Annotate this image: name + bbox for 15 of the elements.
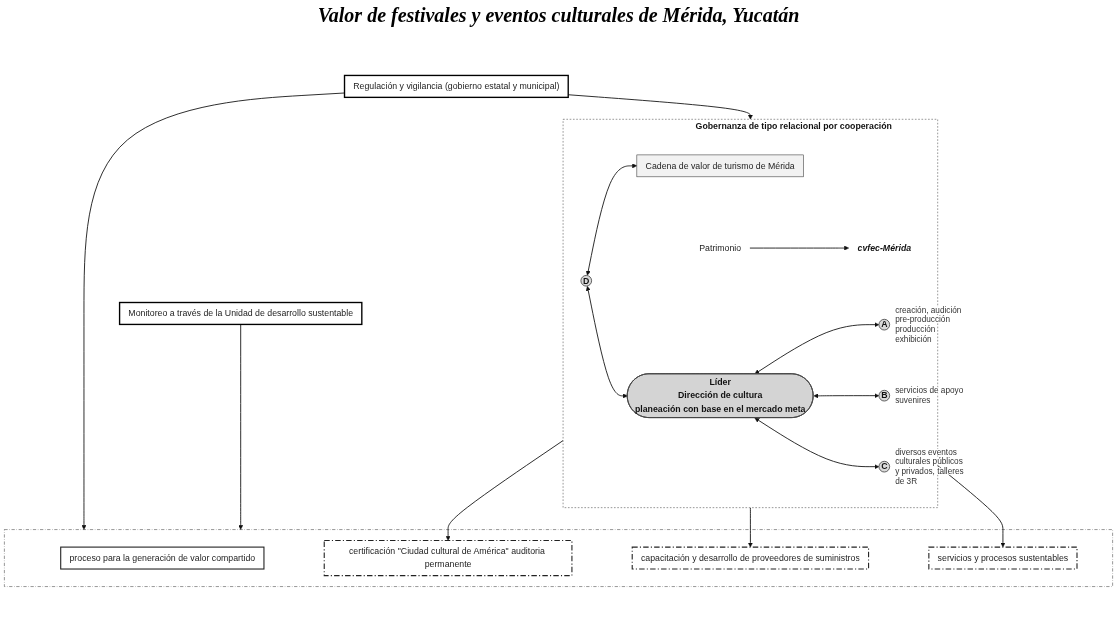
node-circle: B [878, 389, 891, 402]
node-box: Monitoreo a través de la Unidad de desarrollo sustentable [118, 301, 363, 326]
node-box: Cadena de valor de turismo de Mérida [636, 154, 804, 178]
node-circle: A [878, 318, 891, 331]
node-box: certificación "Ciudad cultural de América" auditoria permanente [323, 539, 573, 577]
node-text: cvfec-Mérida [857, 243, 912, 253]
cluster [4, 529, 1113, 587]
node-text: Patrimonio [699, 243, 742, 253]
node-circle: D [580, 275, 593, 287]
node-box: Regulación y vigilancia (gobierno estatal y municipal) [343, 74, 569, 99]
node-box: servicios y procesos sustentables [928, 546, 1078, 570]
node-circle: C [878, 460, 891, 473]
diagram-title: Valor de festivales y eventos culturales de Mérida, Yucatán [316, 4, 801, 27]
node-box: proceso para la generación de valor compartido [60, 546, 265, 570]
node-box: capacitación y desarrollo de proveedores de suministros [631, 546, 870, 570]
